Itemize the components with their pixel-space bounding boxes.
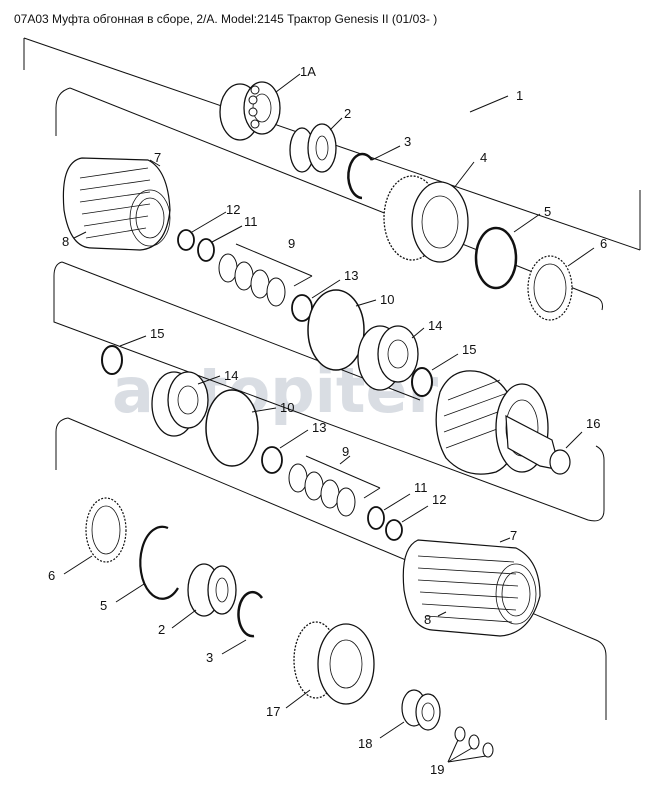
ring-5-bot	[115, 525, 179, 603]
roller-cage-18	[379, 689, 441, 739]
callout-10-mid: 10	[280, 400, 294, 415]
callout-14-top: 14	[428, 318, 442, 333]
callout-5-top: 5	[544, 204, 551, 219]
snap-ring-3-top	[347, 145, 401, 200]
callout-1: 1	[516, 88, 523, 103]
callout-6-top: 6	[600, 236, 607, 251]
callout-4: 4	[480, 150, 487, 165]
callout-2-bot: 2	[158, 622, 165, 637]
callout-12-top: 12	[226, 202, 240, 217]
rings-11-12-mid	[367, 493, 429, 541]
bearing-1a	[219, 73, 301, 141]
callout-11-mid: 11	[414, 480, 428, 495]
ring-5-top	[474, 213, 541, 290]
callout-11-top: 11	[244, 214, 258, 229]
callout-7-bot: 7	[510, 528, 517, 543]
spring-pack-9-mid	[288, 455, 381, 517]
callout-5-bot: 5	[100, 598, 107, 613]
gear-4	[383, 161, 475, 263]
callout-8-bot: 8	[424, 612, 431, 627]
spring-pack-9-top	[218, 243, 313, 307]
callout-15-top: 15	[462, 342, 476, 357]
toothed-ring-6-top	[527, 247, 595, 321]
callout-7-top: 7	[154, 150, 161, 165]
callout-8-top: 8	[62, 234, 69, 249]
callout-labels: 1A 1 2 3 4 5 6 7 8 12 11 9 13 10 14 15 1…	[48, 64, 607, 777]
callout-13-top: 13	[344, 268, 358, 283]
rings-12-11-top	[177, 211, 243, 262]
circlip-15-top	[411, 353, 459, 397]
callout-18: 18	[358, 736, 372, 751]
assembly-outline-bot	[55, 417, 607, 720]
callout-3-bot: 3	[206, 650, 213, 665]
snap-ring-3-bot	[221, 590, 264, 655]
washer-13-mid	[261, 429, 309, 474]
assembly-outline-mid	[53, 261, 605, 522]
callout-9-mid: 9	[342, 444, 349, 459]
callout-17: 17	[266, 704, 280, 719]
callout-19: 19	[430, 762, 444, 777]
callout-10-top: 10	[380, 292, 394, 307]
bearing-14-mid	[151, 371, 221, 437]
assembly-outline-top	[55, 87, 603, 311]
callout-16: 16	[586, 416, 600, 431]
roller-bearing-2-bot	[171, 563, 237, 629]
callout-3-top: 3	[404, 134, 411, 149]
housing-shaft-16	[435, 370, 583, 475]
toothed-ring-6-bot	[63, 497, 127, 575]
callout-12-mid: 12	[432, 492, 446, 507]
callout-15-mid: 15	[150, 326, 164, 341]
circlip-15-mid	[101, 335, 147, 375]
callout-9-top: 9	[288, 236, 295, 251]
clutch-pack-top	[62, 157, 171, 251]
roller-bearing-2-top	[289, 117, 343, 173]
callout-1a: 1A	[300, 64, 316, 79]
clutch-pack-bot	[402, 537, 541, 637]
ring-10-top	[307, 289, 377, 371]
callout-6-bot: 6	[48, 568, 55, 583]
bearing-14-top	[357, 325, 425, 391]
diagram-title: 07A03 Муфта обгонная в сборе, 2/A. Model…	[14, 12, 438, 26]
gear-17	[285, 621, 375, 709]
callout-14-mid: 14	[224, 368, 238, 383]
rollers-19	[447, 726, 494, 763]
ring-10-mid	[205, 389, 277, 467]
callout-13-mid: 13	[312, 420, 326, 435]
callout-2-top: 2	[344, 106, 351, 121]
